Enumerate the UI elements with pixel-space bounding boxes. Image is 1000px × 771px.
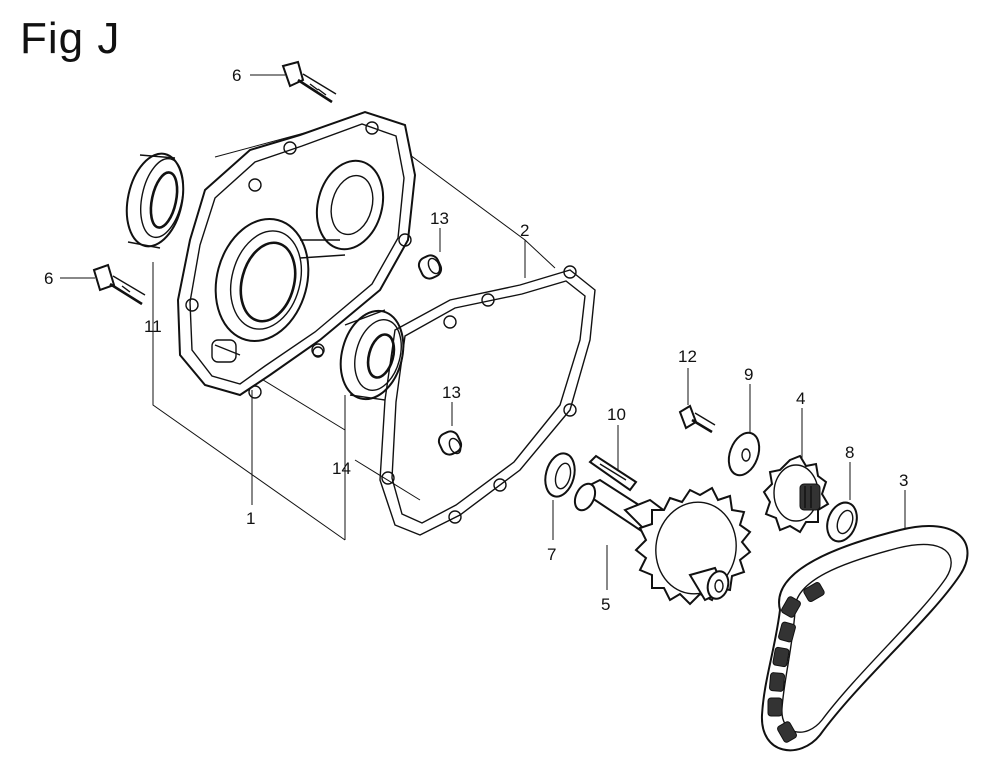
callout-labels: 6 6 11 13 13 2 1 14 12 9 4 10 8 3 7 5 <box>44 66 908 614</box>
callout-8: 8 <box>845 443 854 462</box>
callout-5: 5 <box>601 595 610 614</box>
callout-9: 9 <box>744 365 753 384</box>
bolt-part-6-top <box>281 60 337 104</box>
callout-13-lower: 13 <box>442 383 461 402</box>
washer-part-9 <box>727 431 761 477</box>
callout-6-left: 6 <box>44 269 53 288</box>
bearing-part-8 <box>826 501 858 543</box>
dowel-pin-part-13-upper <box>417 254 443 280</box>
drive-sprocket-part-4 <box>762 454 830 534</box>
gasket-part-2 <box>312 265 596 536</box>
washer-part-7 <box>544 452 576 498</box>
callout-4: 4 <box>796 389 805 408</box>
pin-part-10 <box>588 454 638 492</box>
callout-3: 3 <box>899 471 908 490</box>
chain-part-3 <box>760 525 969 752</box>
case-cover-part-1 <box>176 110 417 399</box>
figure-title: Fig J <box>20 14 121 63</box>
chain-links <box>767 582 825 743</box>
bolt-part-6-left <box>92 263 146 306</box>
callout-13-upper: 13 <box>430 209 449 228</box>
callout-1: 1 <box>246 509 255 528</box>
shaft-sprocket-part-5 <box>573 478 752 606</box>
bolt-part-12 <box>678 404 716 434</box>
callout-10: 10 <box>607 405 626 424</box>
leader-lines <box>60 74 906 590</box>
callout-6-top: 6 <box>232 66 241 85</box>
callout-14: 14 <box>332 459 351 478</box>
callout-11: 11 <box>144 317 162 336</box>
oil-seal-part-11 <box>125 152 185 249</box>
dowel-pin-part-13-lower <box>437 430 463 456</box>
callout-12: 12 <box>678 347 697 366</box>
callout-7: 7 <box>547 545 556 564</box>
callout-2: 2 <box>520 221 529 240</box>
